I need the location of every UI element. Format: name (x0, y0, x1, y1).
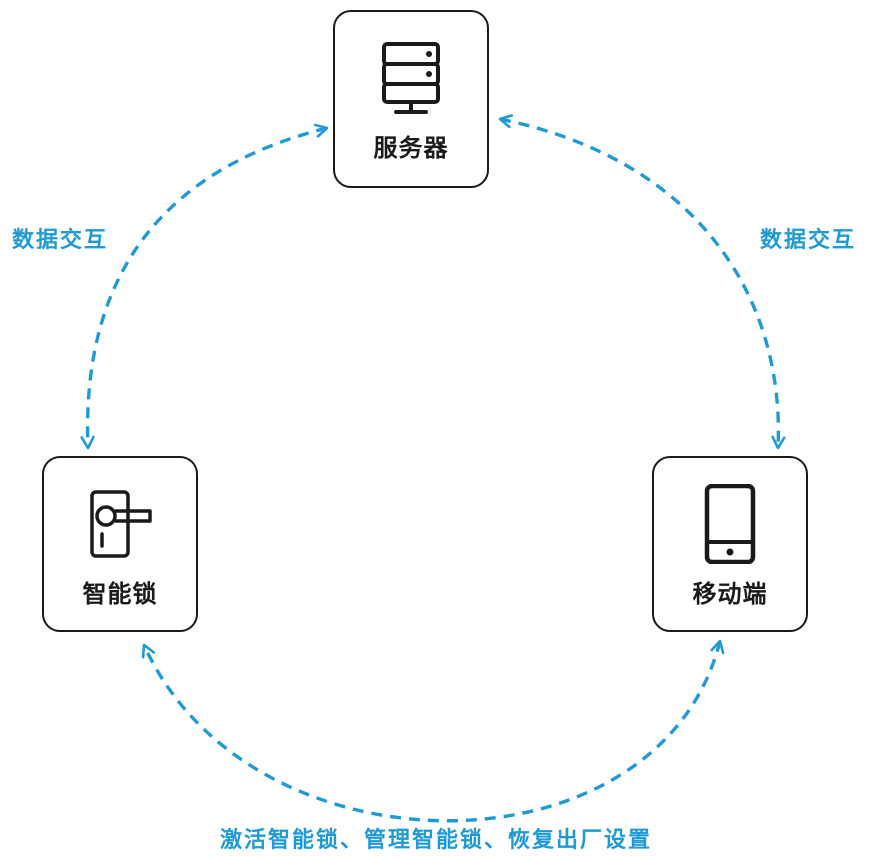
edge-label-server-lock: 数据交互 (12, 228, 109, 253)
mobile-node: 移动端 (652, 456, 808, 632)
door-lock-icon (44, 486, 196, 562)
edge-label-mobile-lock: 激活智能锁、管理智能锁、恢复出厂设置 (219, 828, 652, 853)
edge-server-mobile (500, 119, 778, 448)
edge-server-lock (88, 128, 327, 448)
edge-mobile-lock (144, 641, 720, 823)
server-icon (335, 40, 487, 116)
edge-label-server-mobile: 数据交互 (760, 228, 857, 253)
smart-lock-label: 智能锁 (82, 580, 158, 608)
smartphone-icon (654, 484, 806, 564)
mobile-label: 移动端 (692, 580, 768, 608)
smart-lock-node: 智能锁 (42, 456, 198, 632)
server-label: 服务器 (373, 134, 449, 162)
server-node: 服务器 (333, 10, 489, 188)
